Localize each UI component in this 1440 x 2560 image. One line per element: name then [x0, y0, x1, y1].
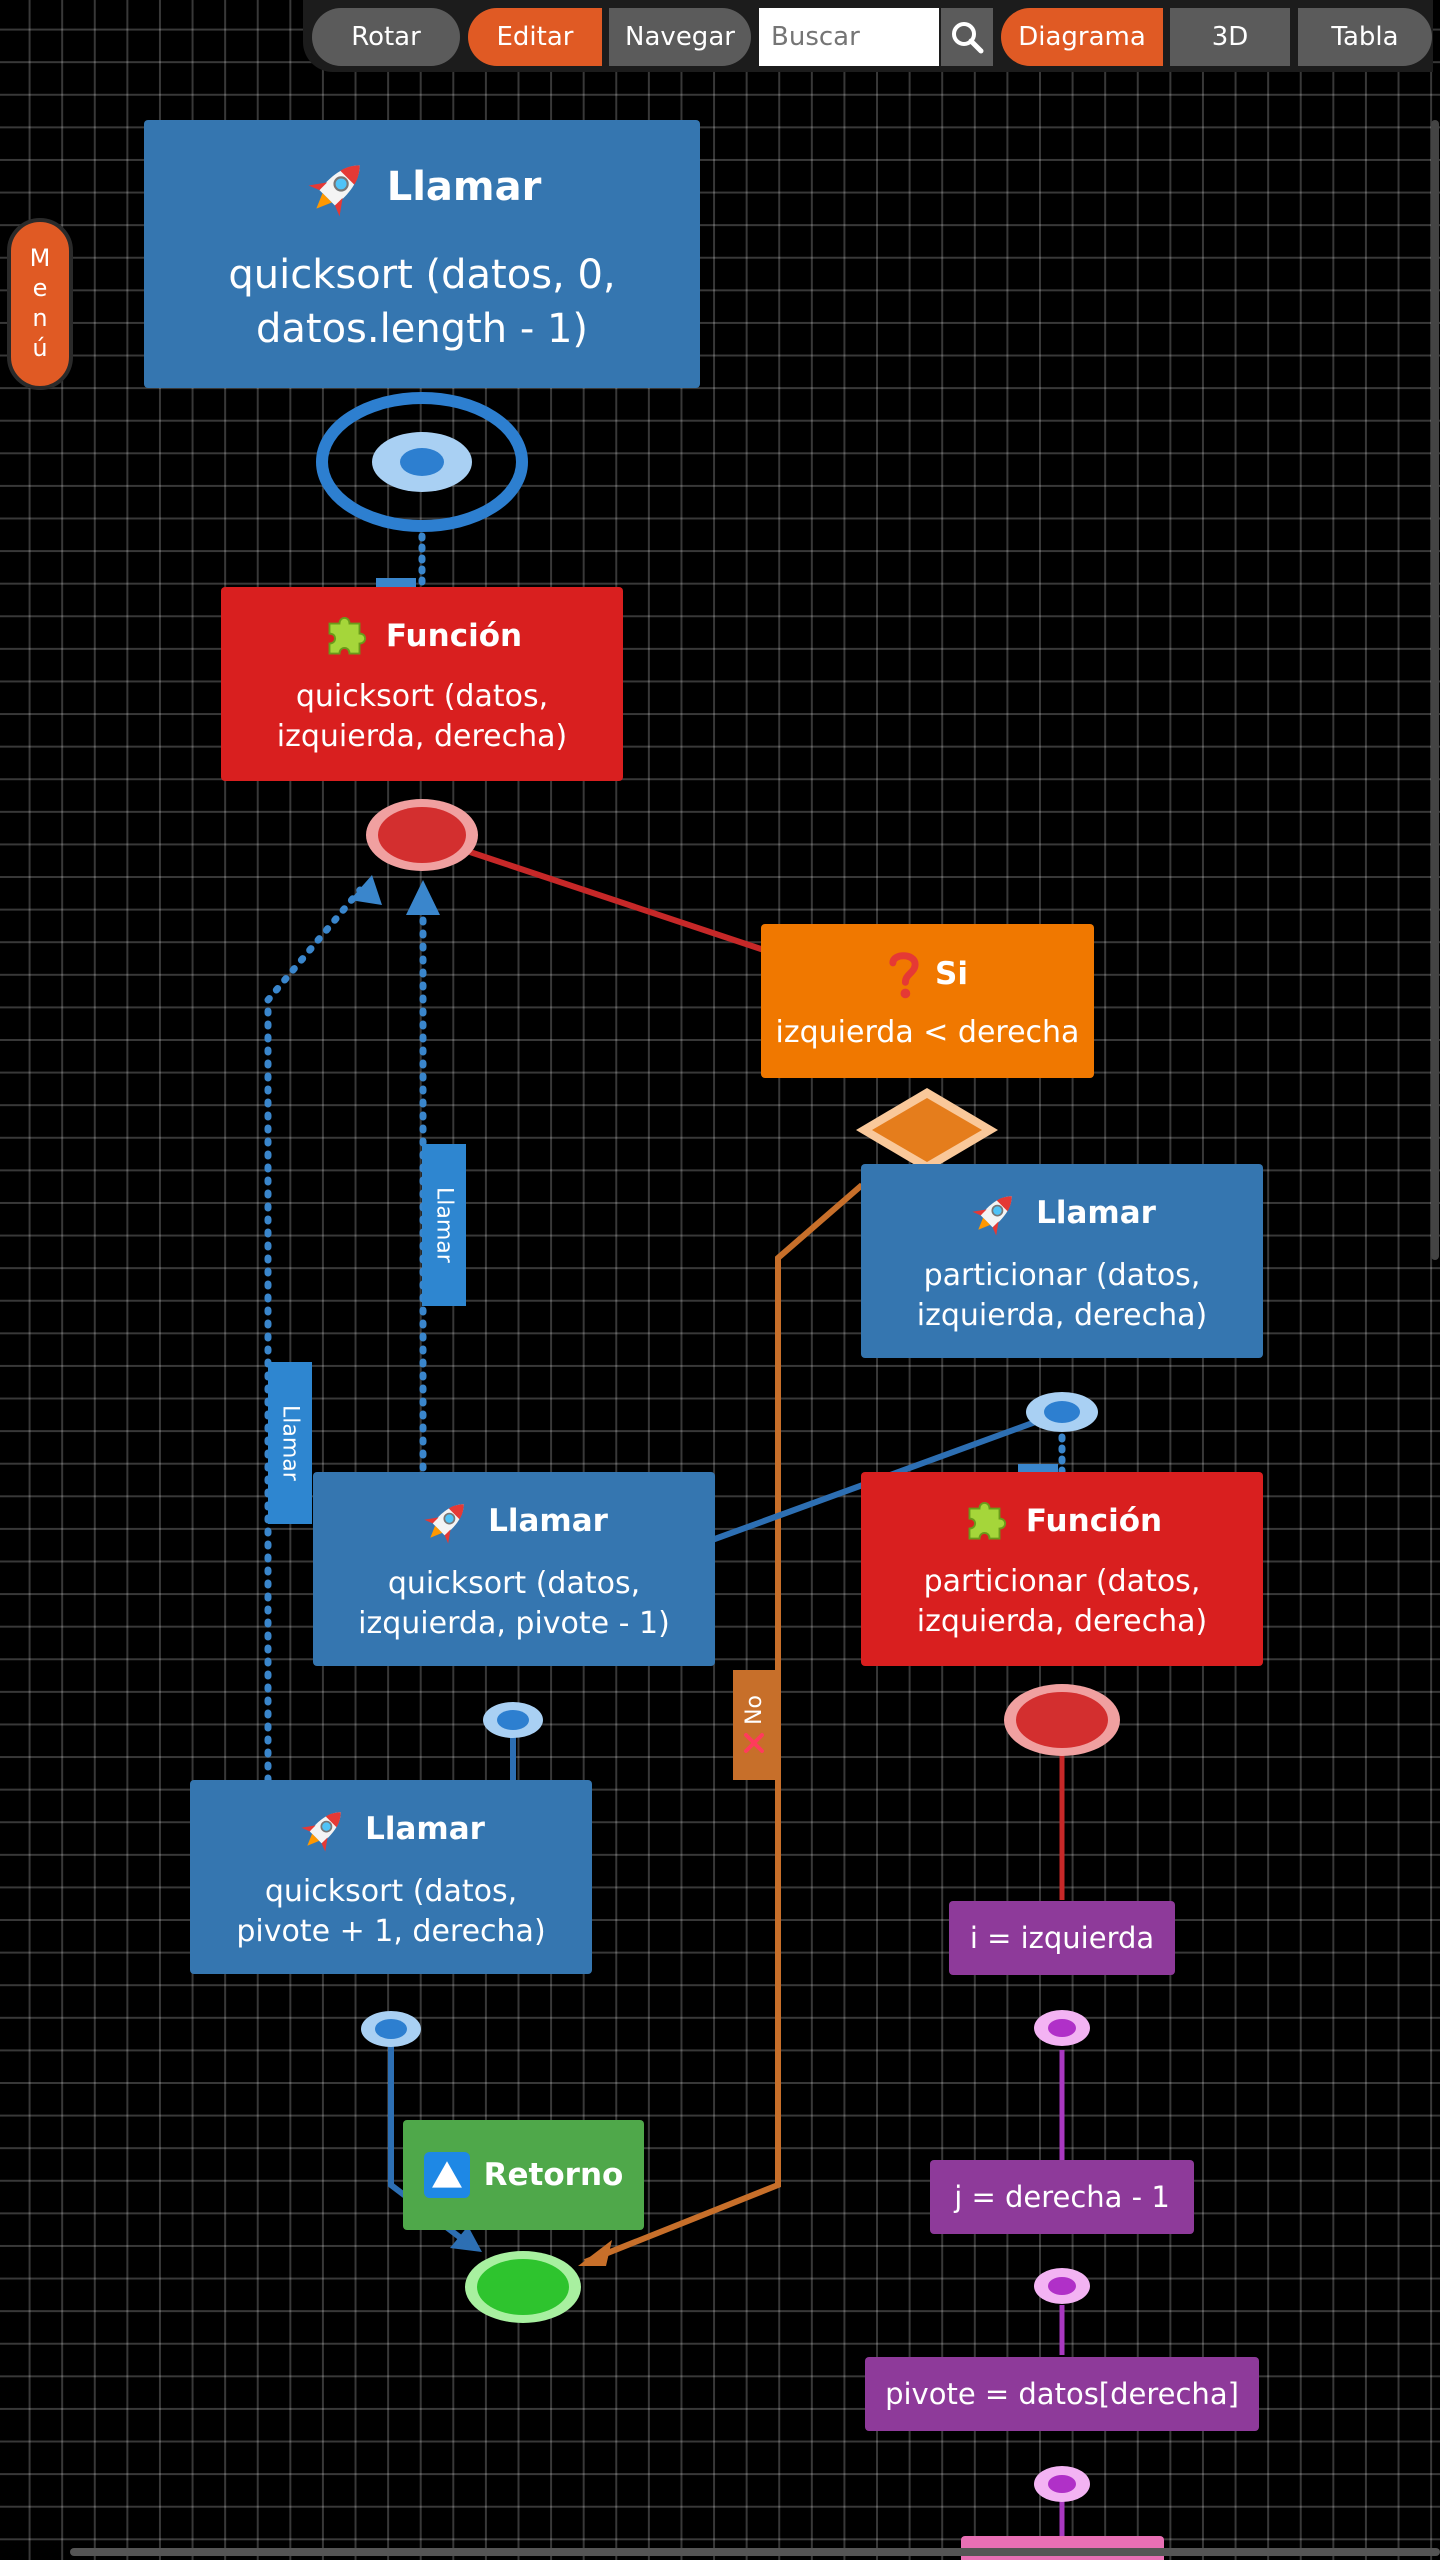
- node-function-quicksort-title: Función: [385, 617, 523, 654]
- node-call-qs-left-title: Llamar: [488, 1502, 608, 1539]
- edge-label-llamar-2-text: Llamar: [277, 1405, 303, 1481]
- node-call-qs-right[interactable]: Llamar quicksort (datos, pivote + 1, der…: [190, 1780, 592, 1974]
- node-title: Llamar: [420, 1494, 608, 1548]
- link-tab: [376, 578, 416, 588]
- search-input[interactable]: [759, 8, 939, 66]
- rocket-icon: [424, 1503, 464, 1544]
- node-assign-pivote[interactable]: pivote = datos[derecha]: [865, 2357, 1259, 2431]
- node-function-particionar[interactable]: Función particionar (datos, izquierda, d…: [861, 1472, 1263, 1666]
- port-return-inner: [477, 2259, 569, 2315]
- horizontal-scrollbar[interactable]: [70, 2548, 1440, 2556]
- diagram-button[interactable]: Diagrama: [1001, 8, 1163, 66]
- rotate-button[interactable]: Rotar: [312, 8, 460, 66]
- node-call-qs-right-title: Llamar: [365, 1810, 485, 1847]
- puzzle-icon: [328, 616, 366, 654]
- node-function-quicksort[interactable]: Función quicksort (datos, izquierda, der…: [221, 587, 623, 781]
- question-icon: [889, 952, 919, 999]
- node-title: Función: [322, 611, 522, 661]
- node-title: Si: [887, 949, 968, 999]
- close-icon: [744, 1732, 764, 1753]
- rocket-icon: [972, 1195, 1012, 1236]
- node-title: Función: [962, 1496, 1162, 1546]
- node-title: Retorno: [423, 2152, 624, 2198]
- port-particionar-call-dot: [1044, 1401, 1080, 1423]
- edit-button[interactable]: Editar: [468, 8, 602, 66]
- node-if-title: Si: [935, 955, 968, 992]
- arrow-to-return: [450, 2226, 482, 2252]
- search-button[interactable]: [941, 8, 993, 66]
- edge-label-llamar-2: Llamar: [268, 1362, 312, 1524]
- arrow-recursion-left: [350, 875, 382, 905]
- arrow-no: [578, 2240, 612, 2266]
- port-function-inner: [378, 807, 466, 863]
- port-qs-right-dot: [375, 2019, 407, 2039]
- line-if-no-to-return: [583, 1182, 864, 2265]
- port-call-main-dot: [400, 448, 444, 476]
- node-assign-j[interactable]: j = derecha - 1: [930, 2160, 1194, 2234]
- node-assign-pivote-text: pivote = datos[derecha]: [885, 2377, 1239, 2411]
- diamond-if-inner: [872, 1098, 982, 1162]
- node-function-quicksort-text: quicksort (datos, izquierda, derecha): [276, 678, 568, 755]
- port-assign-pivote-dot: [1048, 2475, 1076, 2493]
- node-call-main-text: quicksort (datos, 0, datos.length - 1): [228, 252, 616, 352]
- node-call-qs-left-text: quicksort (datos, izquierda, pivote - 1): [358, 1565, 670, 1642]
- node-call-qs-left[interactable]: Llamar quicksort (datos, izquierda, pivo…: [313, 1472, 715, 1666]
- rocket-icon: [308, 165, 360, 217]
- node-return-title: Retorno: [483, 2157, 624, 2193]
- node-call-qs-right-text: quicksort (datos, pivote + 1, derecha): [236, 1873, 546, 1950]
- node-call-particionar-title: Llamar: [1036, 1194, 1156, 1231]
- node-assign-i[interactable]: i = izquierda: [949, 1901, 1175, 1975]
- navigate-button[interactable]: Navegar: [609, 8, 751, 66]
- node-if-text: izquierda < derecha: [775, 1014, 1080, 1050]
- node-call-main[interactable]: Llamar quicksort (datos, 0, datos.length…: [144, 120, 700, 388]
- node-if[interactable]: Si izquierda < derecha: [761, 924, 1094, 1078]
- port-call-main[interactable]: [316, 392, 528, 532]
- node-return[interactable]: Retorno: [403, 2120, 644, 2230]
- triangle-icon: [423, 2152, 470, 2198]
- port-assign-i-dot: [1048, 2019, 1076, 2037]
- port-qs-left-dot: [497, 1710, 529, 1730]
- node-assign-j-text: j = derecha - 1: [954, 2180, 1170, 2214]
- puzzle-icon: [968, 1501, 1006, 1539]
- rocket-icon: [301, 1811, 341, 1852]
- node-title: Llamar: [297, 1802, 485, 1856]
- line-function-to-if: [469, 849, 771, 955]
- edge-label-llamar-1: Llamar: [422, 1144, 466, 1306]
- vertical-scrollbar[interactable]: [1431, 120, 1439, 1260]
- menu-button[interactable]: Menú: [7, 218, 73, 390]
- node-call-particionar[interactable]: Llamar particionar (datos, izquierda, de…: [861, 1164, 1263, 1358]
- edge-label-no: No: [733, 1670, 775, 1780]
- edge-label-no-text: No: [741, 1695, 767, 1725]
- edge-label-llamar-1-text: Llamar: [431, 1187, 457, 1263]
- node-title: Llamar: [303, 152, 542, 222]
- view-3d-button[interactable]: 3D: [1170, 8, 1290, 66]
- node-function-particionar-title: Función: [1025, 1502, 1163, 1539]
- node-call-main-title: Llamar: [386, 164, 542, 210]
- arrow-recursion-middle: [406, 880, 440, 915]
- node-call-particionar-text: particionar (datos, izquierda, derecha): [916, 1257, 1208, 1334]
- table-button[interactable]: Tabla: [1298, 8, 1432, 66]
- port-func-particionar-inner: [1016, 1692, 1108, 1748]
- port-assign-j-dot: [1048, 2277, 1076, 2295]
- node-title: Llamar: [968, 1186, 1156, 1240]
- node-assign-i-text: i = izquierda: [969, 1921, 1155, 1955]
- search-icon: [952, 22, 984, 54]
- menu-label: Menú: [26, 244, 54, 364]
- node-function-particionar-text: particionar (datos, izquierda, derecha): [916, 1563, 1208, 1640]
- link-tab-2: [1018, 1464, 1058, 1474]
